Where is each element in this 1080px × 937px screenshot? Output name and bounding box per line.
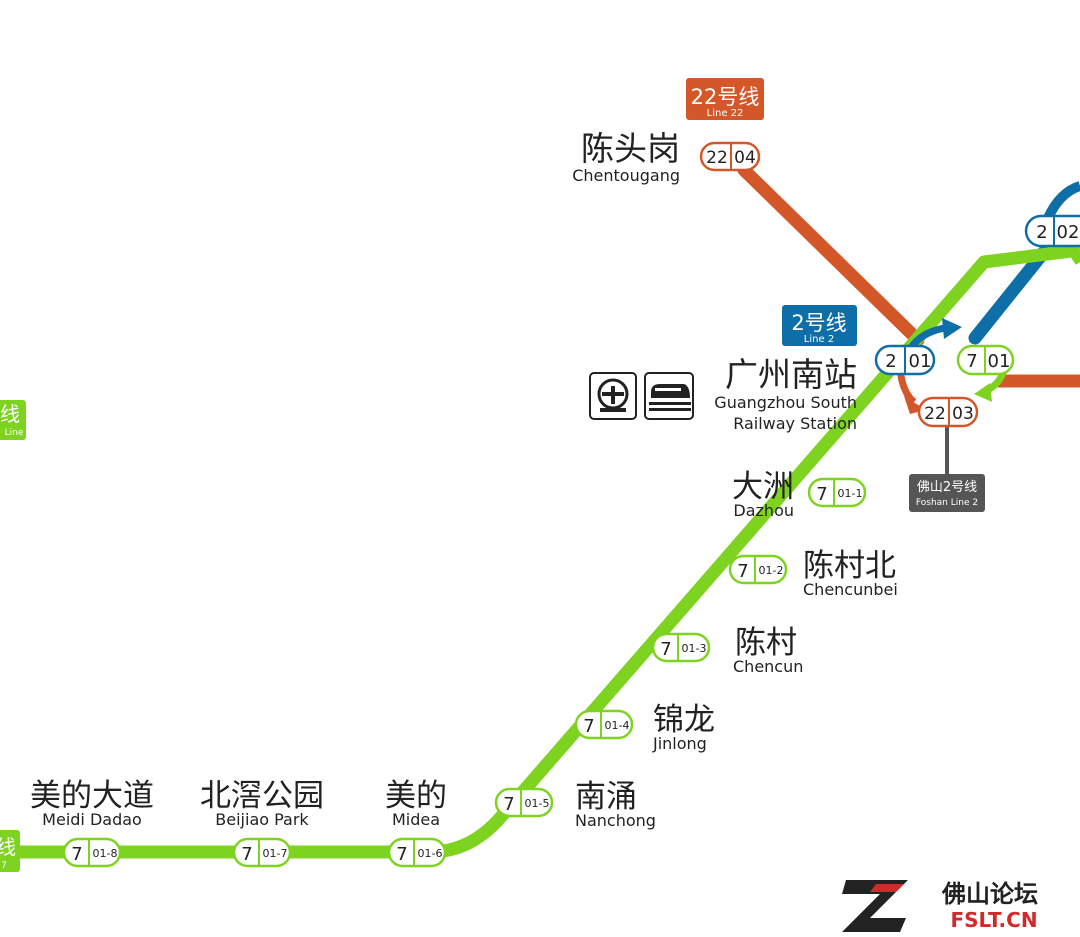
svg-text:Midea: Midea: [392, 810, 440, 829]
svg-text:01: 01: [988, 351, 1011, 372]
station-label-nanchong[interactable]: 南涌 Nanchong: [575, 779, 656, 830]
line-2-badge[interactable]: 2号线 Line 2: [782, 305, 857, 346]
line-22-badge[interactable]: 22号线 Line 22: [686, 78, 764, 120]
svg-text:Railway Station: Railway Station: [733, 414, 857, 433]
svg-text:7: 7: [660, 639, 671, 660]
svg-text:01-4: 01-4: [605, 719, 630, 732]
station-code-jinlong[interactable]: 7 01-4: [574, 709, 634, 740]
svg-text:广州南站: 广州南站: [725, 355, 857, 394]
svg-text:锦龙: 锦龙: [653, 702, 715, 738]
station-label-midea[interactable]: 美的 Midea: [385, 778, 447, 829]
svg-text:7: 7: [503, 794, 514, 815]
svg-text:7: 7: [966, 351, 977, 372]
svg-text:22号线: 22号线: [691, 85, 760, 109]
svg-text:线: 线: [0, 835, 16, 859]
line-2-track-east: [1043, 181, 1080, 221]
svg-text:Line 2: Line 2: [804, 334, 834, 345]
station-label-meidi-dadao[interactable]: 美的大道 Meidi Dadao: [30, 778, 154, 829]
svg-text:Chencunbei: Chencunbei: [803, 580, 898, 599]
svg-text:2号线: 2号线: [791, 311, 846, 335]
station-code-chentougang[interactable]: 22 04: [699, 141, 761, 172]
svg-text:佛山论坛: 佛山论坛: [941, 880, 1038, 908]
svg-text:陈头岗: 陈头岗: [581, 129, 680, 168]
station-code-202[interactable]: 2 02: [1024, 214, 1080, 248]
svg-text:22: 22: [706, 148, 728, 168]
svg-text:01-6: 01-6: [418, 847, 443, 860]
svg-text:Guangzhou South: Guangzhou South: [714, 393, 857, 412]
svg-text:FSLT.CN: FSLT.CN: [950, 908, 1037, 932]
station-label-dazhou[interactable]: 大洲 Dazhou: [732, 469, 794, 520]
svg-text:01-2: 01-2: [759, 564, 784, 577]
svg-text:Nanchong: Nanchong: [575, 811, 656, 830]
station-code-nanchong[interactable]: 7 01-5: [494, 787, 554, 818]
svg-text:7: 7: [396, 844, 407, 865]
transfer-arrowhead-blue-icon: [942, 318, 962, 339]
station-code-meidi-dadao[interactable]: 7 01-8: [62, 837, 122, 868]
station-label-beijiao-park[interactable]: 北滘公园 Beijiao Park: [200, 778, 324, 829]
line-2-track: [968, 245, 1051, 345]
svg-text:01-8: 01-8: [93, 847, 118, 860]
svg-text:22: 22: [924, 404, 946, 424]
svg-text:北滘公园: 北滘公园: [200, 778, 324, 814]
line-7-badge-edge-bottom[interactable]: 线 7: [0, 830, 20, 872]
station-code-midea[interactable]: 7 01-6: [387, 837, 447, 868]
station-code-guangzhou-south-line-2[interactable]: 2 01: [874, 344, 936, 376]
svg-text:01-3: 01-3: [682, 642, 707, 655]
svg-text:Jinlong: Jinlong: [652, 734, 707, 753]
svg-text:01-5: 01-5: [525, 797, 550, 810]
station-code-chencun[interactable]: 7 01-3: [651, 632, 711, 663]
foshan-line-2-badge[interactable]: 佛山2号线 Foshan Line 2: [909, 474, 985, 512]
svg-text:美的: 美的: [385, 778, 447, 814]
railway-station-icon: [589, 372, 637, 420]
svg-text:Meidi Dadao: Meidi Dadao: [42, 810, 142, 829]
line-7-badge-edge-top[interactable]: 线 Line: [0, 400, 26, 440]
svg-text:Line: Line: [5, 428, 24, 438]
svg-text:01: 01: [909, 351, 932, 372]
station-label-chentougang[interactable]: 陈头岗 Chentougang: [572, 129, 680, 185]
svg-text:7: 7: [583, 716, 594, 737]
svg-text:2: 2: [885, 351, 896, 372]
svg-text:2: 2: [1036, 222, 1047, 243]
svg-text:南涌: 南涌: [575, 779, 637, 815]
svg-text:Foshan Line 2: Foshan Line 2: [916, 498, 978, 508]
svg-text:7: 7: [1, 861, 7, 871]
svg-text:7: 7: [816, 484, 827, 505]
line-22-track: [737, 163, 925, 347]
svg-text:Beijiao Park: Beijiao Park: [215, 810, 309, 829]
fslt-logo: 佛山论坛 FSLT.CN: [842, 880, 1038, 932]
svg-text:7: 7: [71, 844, 82, 865]
station-code-beijiao-park[interactable]: 7 01-7: [232, 837, 292, 868]
svg-text:Chentougang: Chentougang: [572, 166, 680, 185]
station-code-guangzhou-south-line-22[interactable]: 22 03: [917, 396, 979, 428]
svg-text:佛山2号线: 佛山2号线: [917, 480, 977, 495]
svg-text:大洲: 大洲: [732, 469, 794, 505]
svg-text:陈村: 陈村: [735, 625, 797, 661]
svg-text:03: 03: [952, 404, 974, 424]
svg-text:线: 线: [0, 402, 20, 426]
svg-text:7: 7: [737, 561, 748, 582]
svg-text:01-1: 01-1: [838, 487, 863, 500]
fslt-logo-mark-icon: [842, 880, 908, 932]
svg-text:陈村北: 陈村北: [803, 548, 896, 584]
high-speed-train-icon: [644, 372, 694, 420]
svg-text:Dazhou: Dazhou: [733, 501, 794, 520]
station-label-chencun[interactable]: 陈村 Chencun: [733, 625, 803, 676]
svg-text:04: 04: [734, 148, 756, 168]
transfer-arrowhead-green-icon: [974, 383, 992, 402]
station-code-dazhou[interactable]: 7 01-1: [807, 477, 867, 508]
station-label-guangzhou-south[interactable]: 广州南站 Guangzhou South Railway Station: [714, 355, 857, 433]
svg-text:美的大道: 美的大道: [30, 778, 154, 814]
svg-text:02: 02: [1057, 222, 1080, 243]
station-code-chencunbei[interactable]: 7 01-2: [728, 554, 788, 585]
station-label-chencunbei[interactable]: 陈村北 Chencunbei: [803, 548, 898, 599]
svg-text:Line 22: Line 22: [707, 108, 744, 119]
svg-text:Chencun: Chencun: [733, 657, 803, 676]
svg-text:7: 7: [241, 844, 252, 865]
station-label-jinlong[interactable]: 锦龙 Jinlong: [652, 702, 715, 753]
station-code-guangzhou-south-line-7[interactable]: 7 01: [956, 344, 1015, 376]
svg-text:01-7: 01-7: [263, 847, 288, 860]
